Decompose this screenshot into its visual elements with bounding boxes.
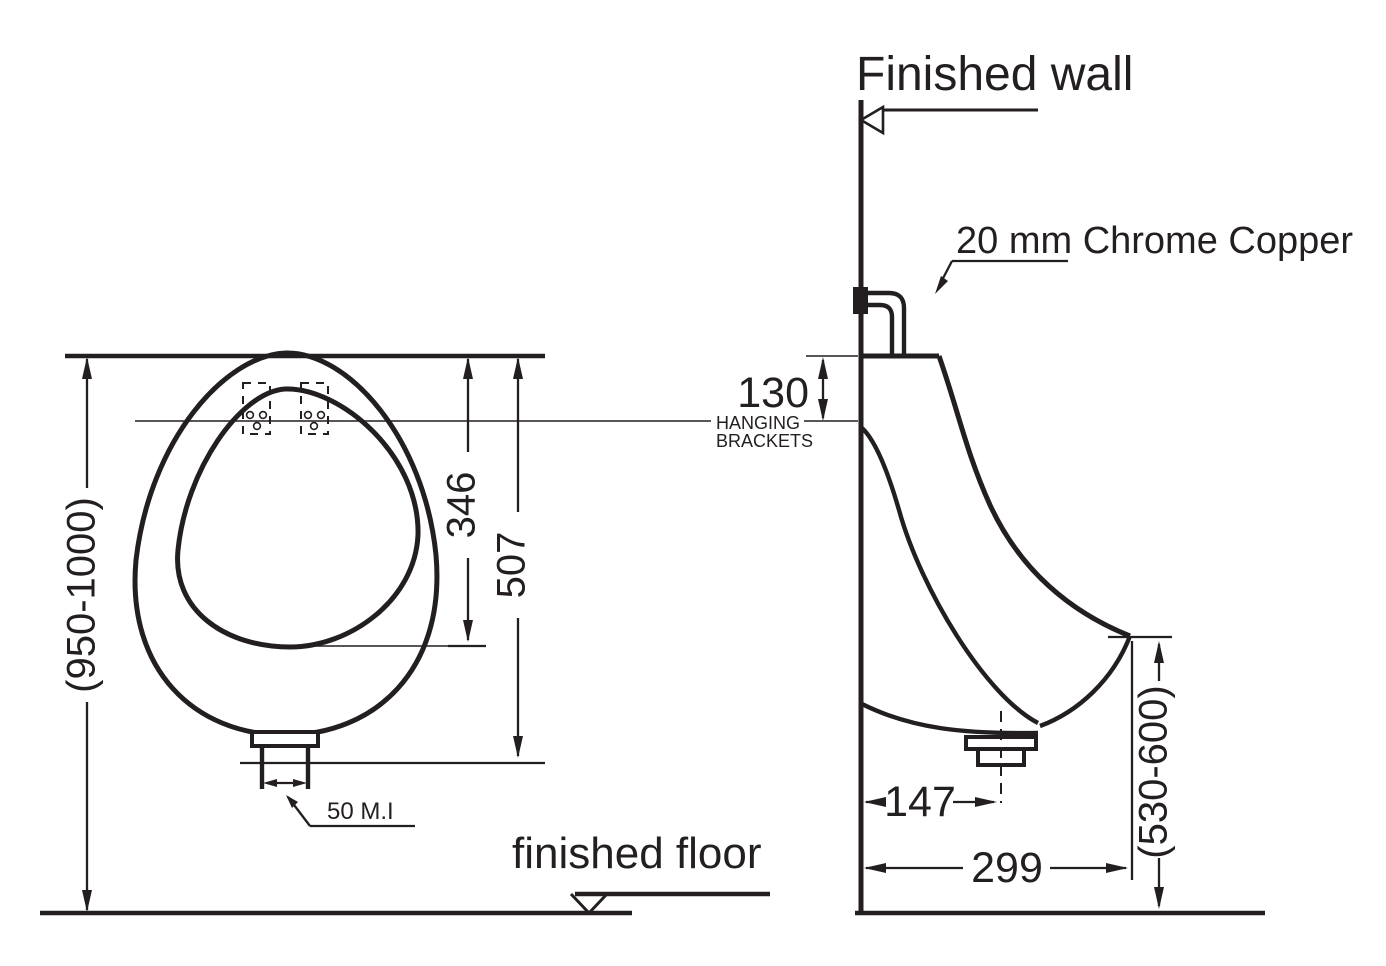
dim-lip-height: (530-600) xyxy=(1108,635,1176,909)
arrowhead-right xyxy=(293,779,307,787)
wall-fitting-block xyxy=(853,287,868,314)
dim-top-to-brackets: 130 xyxy=(737,355,858,422)
outlet-dimension: 50 M.I xyxy=(263,779,415,828)
arrowhead-left xyxy=(263,779,277,787)
hanging-brackets-label-line2: BRACKETS xyxy=(716,431,813,451)
finished-wall-arrowhead xyxy=(858,104,885,136)
front-spud-body xyxy=(259,746,311,789)
side-view: Finished wall 20 mm Chrome Copper 1 xyxy=(716,48,1353,916)
inlet-pipe-outer xyxy=(866,290,907,355)
dim-wall-to-trap-label: 147 xyxy=(884,778,956,826)
dim-outlet-label: 50 M.I xyxy=(327,798,394,825)
dim-rim-to-outlet: 346 xyxy=(285,357,486,648)
side-front-curve xyxy=(936,355,1131,639)
dim-mount-height: (950-1000) xyxy=(60,357,104,912)
front-spud-flange xyxy=(250,730,320,748)
hanging-bracket-left xyxy=(242,382,271,435)
leader-arrowhead xyxy=(286,795,298,808)
floor-level-symbol xyxy=(569,892,609,916)
front-inner-rim-outline xyxy=(175,386,421,650)
dim-depth-label: 299 xyxy=(971,844,1043,892)
side-bowl-curve xyxy=(860,426,1040,725)
hanging-brackets-label-line1: HANGING xyxy=(716,413,800,433)
pipe-leader-line xyxy=(937,259,1068,287)
bracket-screw-holes xyxy=(245,410,326,431)
dim-lip-height-label: (530-600) xyxy=(1132,685,1176,858)
front-view: 50 M.I finished floor (950-1000) 346 xyxy=(40,350,770,916)
side-bottom-curve xyxy=(861,702,1039,736)
dim-overall-height-label: 507 xyxy=(490,532,534,599)
dim-top-to-brackets-label: 130 xyxy=(737,369,809,417)
dim-rim-to-outlet-label: 346 xyxy=(440,472,484,539)
pipe-leader-arrowhead xyxy=(935,276,948,294)
inlet-pipe-inner xyxy=(866,302,895,355)
dim-overall-height: 507 xyxy=(490,357,534,758)
finished-wall-label: Finished wall xyxy=(856,48,1133,101)
dim-wall-to-trap: 147 xyxy=(864,778,997,826)
dim-depth: 299 xyxy=(864,844,1128,892)
finished-floor-label: finished floor xyxy=(512,829,761,878)
pipe-label: 20 mm Chrome Copper xyxy=(956,220,1353,262)
side-under-lip-curve xyxy=(1039,635,1133,729)
hanging-bracket-right xyxy=(300,382,329,435)
dim-mount-height-label: (950-1000) xyxy=(60,497,104,693)
